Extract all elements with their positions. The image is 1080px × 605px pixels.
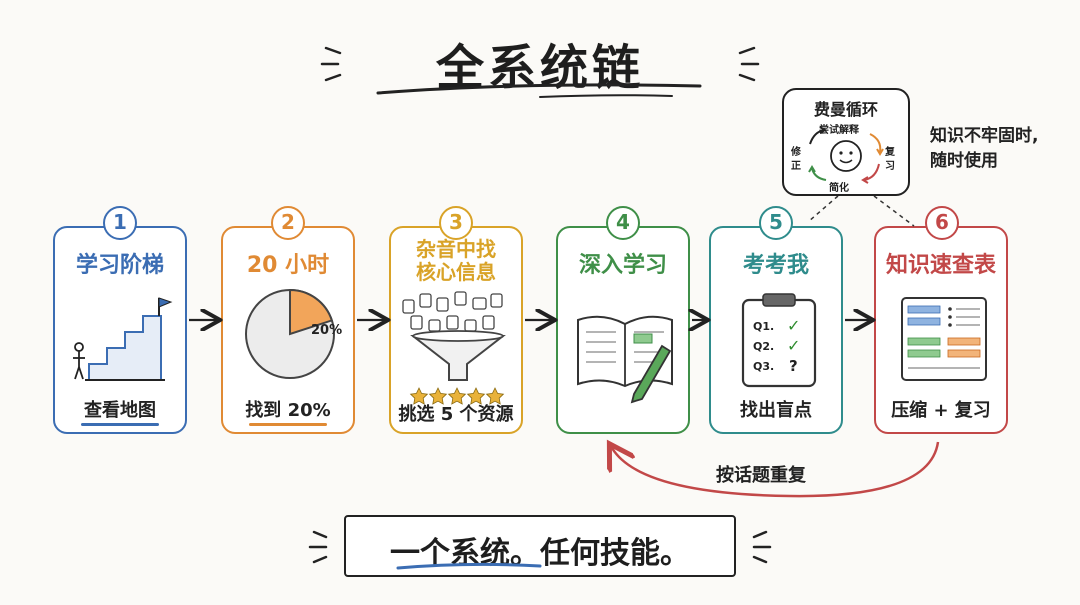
- step-1-title: 学习阶梯: [75, 253, 164, 278]
- step-badge-6: 6: [925, 206, 959, 240]
- quiz-q2: Q2.: [753, 340, 774, 353]
- step-3-title-line1: 杂音中找: [416, 237, 496, 261]
- step-card-1: 学习阶梯 查看地图: [53, 226, 187, 434]
- staircase-icon: [73, 297, 173, 381]
- step-5-title: 考考我: [742, 253, 809, 278]
- step-2-title: 20 小时: [246, 253, 330, 278]
- feynman-left-label-1: 修: [791, 147, 801, 158]
- feynman-bottom-label: 简化: [829, 183, 849, 194]
- pencil-icon: [630, 344, 672, 404]
- step-card-2: 20 小时 20% 找到 20%: [221, 226, 355, 434]
- step-badge-5: 5: [759, 206, 793, 240]
- step-badge-3: 3: [439, 206, 473, 240]
- face-icon: [830, 140, 862, 172]
- side-note-line2: 随时使用: [930, 151, 998, 171]
- step-5-footer: 找出盲点: [740, 400, 812, 421]
- step-card-6: 知识速查表 压缩 + 复习: [874, 226, 1008, 434]
- funnel-icon: [402, 291, 506, 405]
- repeat-loop-label: 按话题重复: [716, 465, 806, 486]
- feynman-cycle-icon: [808, 126, 884, 184]
- step-1-footer: 查看地图: [84, 400, 156, 421]
- feynman-left-label-2: 正: [791, 161, 801, 172]
- step-badge-1: 1: [103, 206, 137, 240]
- side-note: 知识不牢固时, 随时使用: [930, 124, 1038, 174]
- repeat-loop-arrow: [612, 442, 940, 498]
- feynman-right-label-2: 习: [885, 161, 895, 172]
- step-6-footer: 压缩 + 复习: [891, 400, 991, 421]
- step-3-footer: 挑选 5 个资源: [398, 404, 514, 425]
- feynman-dash-right: [873, 195, 915, 227]
- quiz-q3: Q3.: [753, 360, 774, 373]
- step-badge-2: 2: [271, 206, 305, 240]
- pie-label: 20%: [311, 323, 342, 338]
- feynman-right-label-1: 复: [885, 147, 895, 158]
- quiz-mark-3: ?: [789, 357, 798, 375]
- star-rating-icon: [409, 387, 505, 405]
- pie-chart-icon: 20%: [245, 288, 342, 379]
- cheat-sheet-icon: [901, 297, 987, 381]
- quiz-q1: Q1.: [753, 320, 774, 333]
- step-2-underline: [249, 423, 327, 426]
- step-card-3: 杂音中找 核心信息 挑选 5 个资源: [389, 226, 523, 434]
- step-card-4: 深入学习: [556, 226, 690, 434]
- quiz-mark-1: ✓: [787, 316, 800, 335]
- feynman-top-label: 尝试解释: [819, 125, 859, 136]
- step-4-title: 深入学习: [578, 253, 667, 278]
- step-2-footer: 找到 20%: [245, 400, 331, 421]
- step-1-underline: [81, 423, 159, 426]
- open-book-icon: [577, 315, 673, 404]
- feynman-title: 费曼循环: [813, 100, 878, 119]
- side-note-line1: 知识不牢固时,: [930, 126, 1039, 146]
- step-6-title: 知识速查表: [885, 253, 996, 278]
- step-badge-4: 4: [606, 206, 640, 240]
- clipboard-icon: Q1. Q2. Q3. ✓ ✓ ?: [741, 293, 817, 388]
- quiz-mark-2: ✓: [787, 336, 800, 355]
- step-3-title-line2: 核心信息: [416, 260, 496, 284]
- feynman-dash-left: [807, 195, 839, 223]
